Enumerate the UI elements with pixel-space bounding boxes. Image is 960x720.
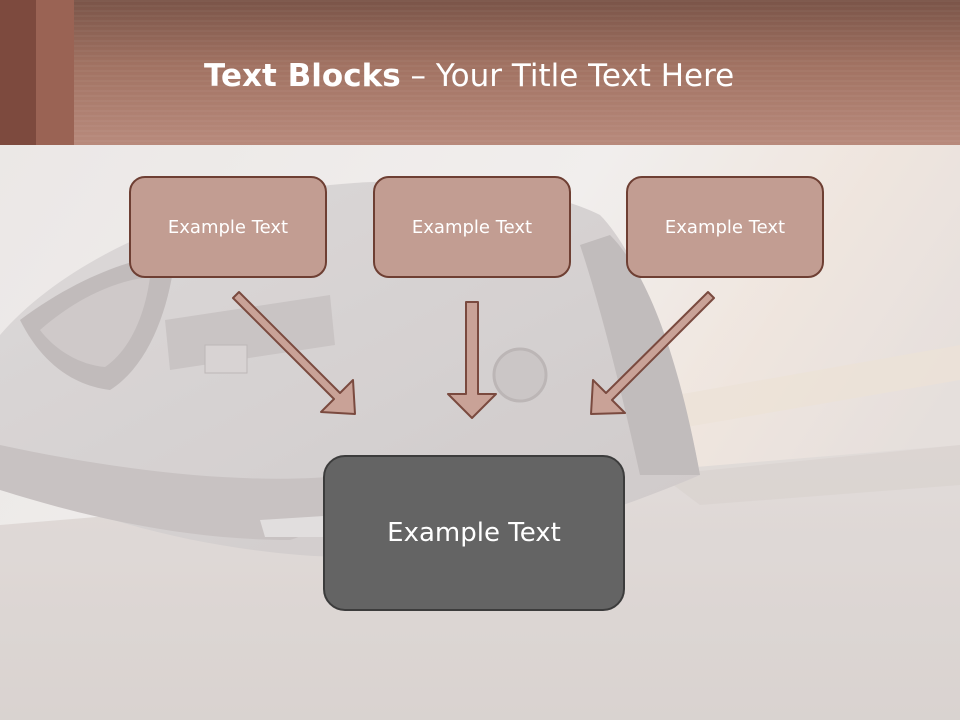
header-accent-mid (36, 0, 74, 145)
text-block-1-label: Example Text (167, 216, 289, 238)
text-block-2-label: Example Text (411, 216, 533, 238)
title-rest-part: – Your Title Text Here (400, 58, 735, 94)
text-block-3-label: Example Text (664, 216, 786, 238)
text-block-result[interactable]: Example Text (323, 455, 625, 611)
text-block-1[interactable]: Example Text (129, 176, 327, 278)
header-stripes (0, 0, 960, 145)
slide-title[interactable]: Text Blocks – Your Title Text Here (204, 52, 734, 102)
text-block-3[interactable]: Example Text (626, 176, 824, 278)
header-band: Text Blocks – Your Title Text Here (0, 0, 960, 145)
title-bold-part: Text Blocks (204, 58, 401, 94)
text-block-result-label: Example Text (387, 518, 561, 548)
text-block-2[interactable]: Example Text (373, 176, 571, 278)
header-accent-dark (0, 0, 36, 145)
